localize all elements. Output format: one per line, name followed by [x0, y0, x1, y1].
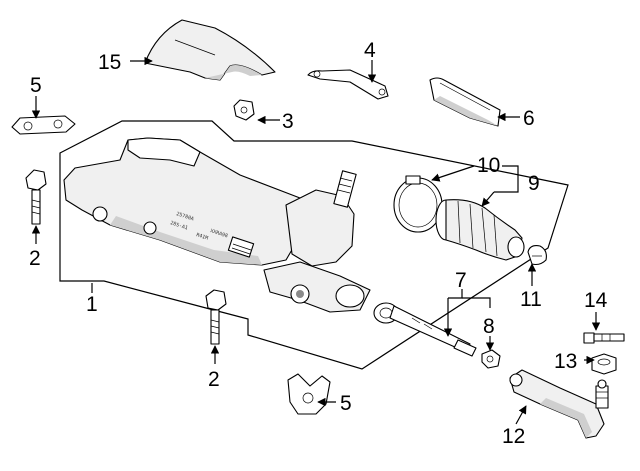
steering-gear-housing-part[interactable]: 25780A R41M 28S-A1 XXRA98 [63, 137, 371, 313]
cover-part[interactable] [429, 77, 501, 127]
boot-part[interactable] [435, 199, 525, 261]
leader-lines [31, 56, 601, 425]
callout-6: 6 [523, 107, 535, 130]
pin-part[interactable] [583, 332, 625, 344]
small-clamp-part[interactable] [527, 245, 547, 266]
housing-marking: 25780A R41M 28S-A1 XXRA98 [169, 211, 228, 241]
callout-2-lower: 2 [208, 368, 220, 391]
callout-5-lower: 5 [340, 392, 352, 415]
callout-14: 14 [584, 289, 608, 312]
housing-marking-line: XXRA98 [209, 228, 228, 239]
castle-nut-part[interactable] [591, 353, 617, 375]
callout-13: 13 [554, 350, 577, 373]
mount-plate-top-part[interactable] [11, 115, 76, 135]
callout-3: 3 [282, 110, 294, 133]
callout-5-top: 5 [30, 74, 42, 97]
callouts: 1 2 2 3 4 5 5 6 7 8 9 10 11 12 13 14 15 [29, 39, 608, 448]
heat-shield-part[interactable] [144, 19, 276, 81]
callout-1: 1 [86, 293, 98, 316]
callout-2-left: 2 [29, 247, 41, 270]
clip-part[interactable] [233, 99, 255, 121]
nut-part[interactable] [481, 349, 501, 369]
callout-4: 4 [364, 39, 376, 62]
housing-marking-line: R41M [195, 232, 208, 241]
bolt-lower-part[interactable] [205, 289, 227, 345]
assembly-boundary [59, 120, 569, 370]
callout-12: 12 [502, 425, 525, 448]
bracket-part[interactable] [307, 69, 389, 100]
bolt-left-part[interactable] [25, 169, 47, 225]
inner-tie-rod-part[interactable] [373, 302, 477, 357]
housing-marking-line: 28S-A1 [169, 220, 188, 231]
callout-15: 15 [98, 51, 121, 74]
callout-8: 8 [483, 315, 495, 338]
housing-marking-line: 25780A [175, 211, 194, 222]
mount-bracket-lower-part[interactable] [287, 373, 331, 415]
outer-tie-rod-end-part[interactable] [509, 369, 609, 439]
callout-10: 10 [477, 154, 500, 177]
callout-9: 9 [528, 172, 540, 195]
clamp-part[interactable] [393, 175, 443, 233]
callout-11: 11 [520, 288, 542, 311]
callout-7: 7 [455, 269, 467, 292]
